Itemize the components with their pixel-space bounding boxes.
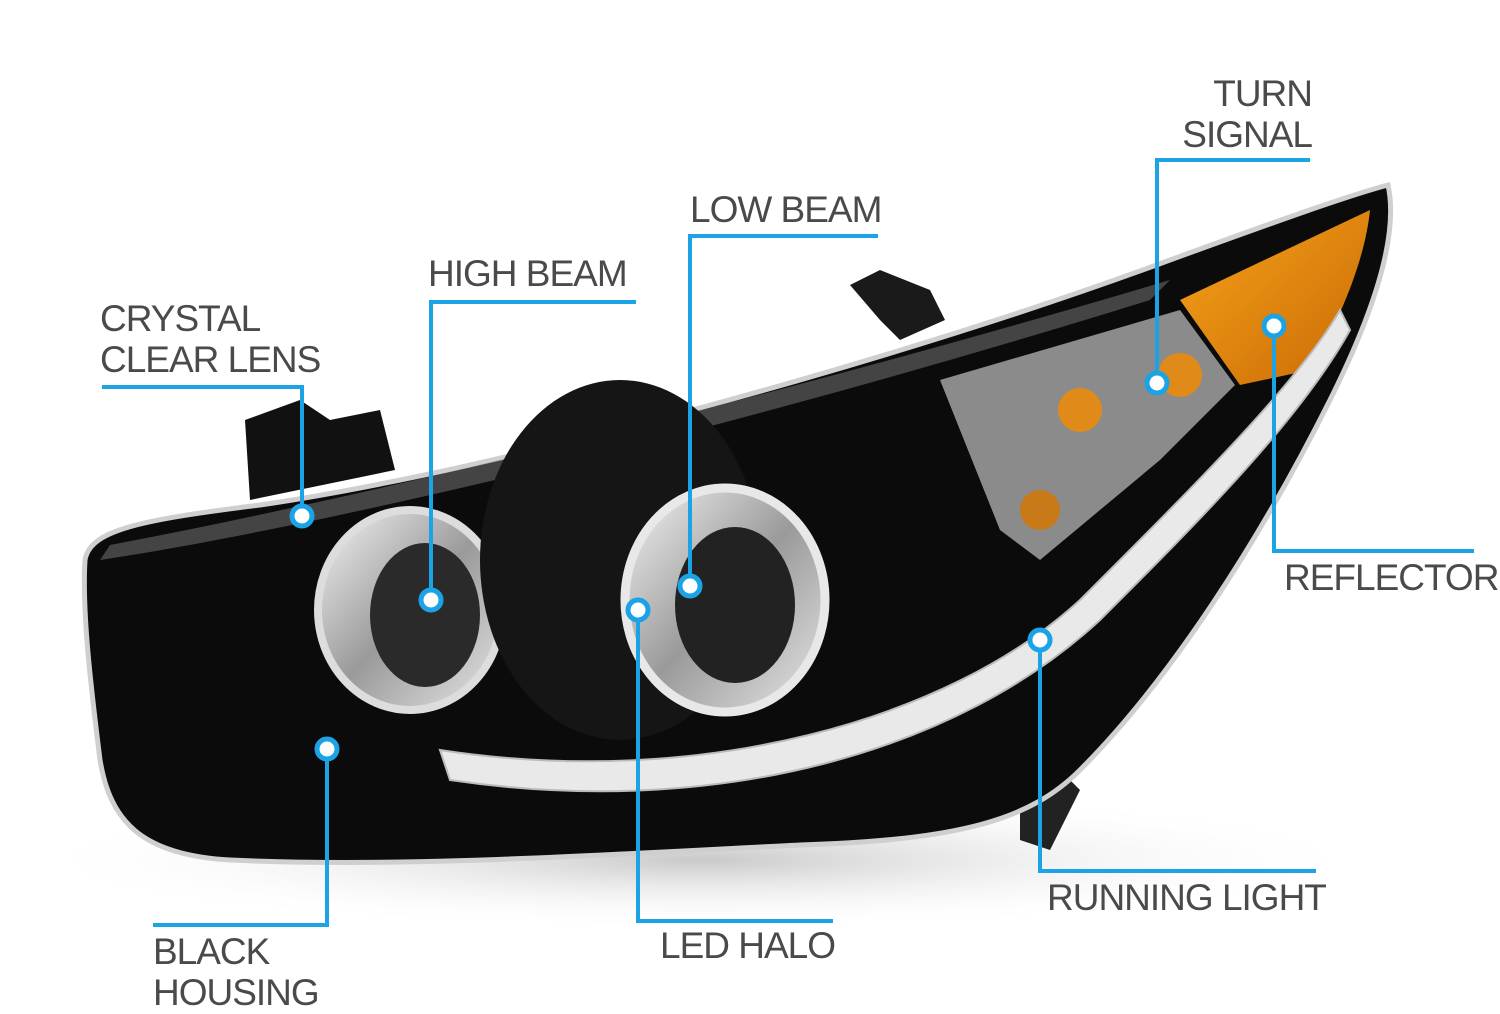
label-crystal-clear-lens: CRYSTAL CLEAR LENS <box>100 298 321 380</box>
label-line: CRYSTAL <box>100 298 261 339</box>
label-line: TURN <box>1213 73 1313 114</box>
label-reflector: REFLECTOR <box>1284 557 1499 598</box>
callout-dot-crystal-clear-lens <box>289 503 315 529</box>
turn-bulb <box>1058 388 1102 432</box>
label-line: BLACK <box>153 931 270 972</box>
mount-tab <box>850 270 945 340</box>
callout-dot-low-beam <box>677 573 703 599</box>
label-line: SIGNAL <box>1182 114 1313 155</box>
label-led-halo: LED HALO <box>660 925 836 966</box>
label-turn-signal: TURN SIGNAL <box>1150 73 1313 155</box>
callout-dot-black-housing <box>314 736 340 762</box>
running-light-strip <box>438 307 1352 793</box>
callout-dot-reflector <box>1261 313 1287 339</box>
label-low-beam: LOW BEAM <box>690 189 882 230</box>
callout-lines <box>102 158 1474 927</box>
label-line: HOUSING <box>153 972 320 1013</box>
label-black-housing: BLACK HOUSING <box>153 931 320 1013</box>
callout-dot-running-light <box>1027 627 1053 653</box>
label-high-beam: HIGH BEAM <box>428 253 628 294</box>
callout-dot-turn-signal <box>1144 370 1170 396</box>
callout-dot-high-beam <box>418 587 444 613</box>
label-line: CLEAR LENS <box>100 339 321 380</box>
lens-top-reflection <box>100 280 1170 560</box>
label-running-light: RUNNING LIGHT <box>1047 877 1327 918</box>
rear-bracket <box>245 400 395 500</box>
callout-dot-led-halo <box>625 597 651 623</box>
